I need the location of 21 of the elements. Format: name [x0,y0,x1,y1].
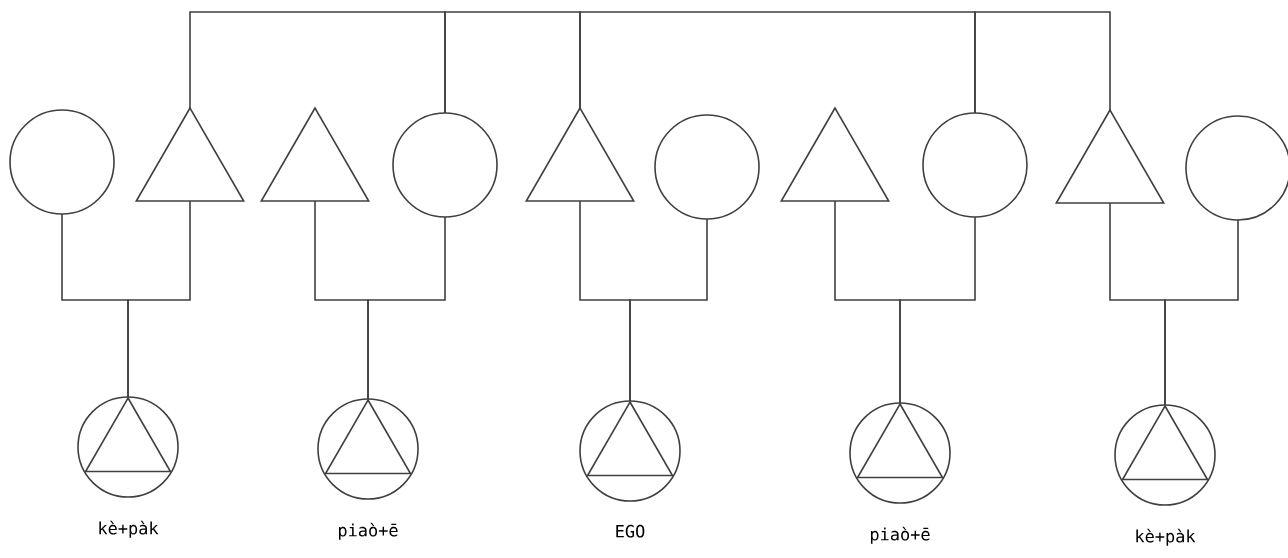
descent-line [629,218,708,402]
descent-line [367,216,446,400]
kin-term: kè+pàk [1136,528,1196,546]
kin-term: EGO [616,524,645,538]
circle-symbol [9,109,115,215]
sibling-line [974,11,1111,114]
sibling-line [444,11,581,114]
kin-term: piaò+ē [339,522,398,540]
circle-symbol [654,114,760,220]
descent-line [127,200,191,398]
circle-triangle-symbol [579,400,681,502]
circle-triangle-symbol [317,398,419,500]
circle-triangle-symbol [77,396,179,498]
descent-line [1164,219,1239,406]
descent-line [899,216,976,404]
kin-term: kè+pàk [99,520,159,538]
circle-symbol [392,112,498,218]
circle-triangle-symbol [1114,404,1216,506]
circle-symbol [922,112,1028,218]
circle-triangle-symbol [849,402,951,504]
kin-term: piaò+ē [871,526,930,544]
